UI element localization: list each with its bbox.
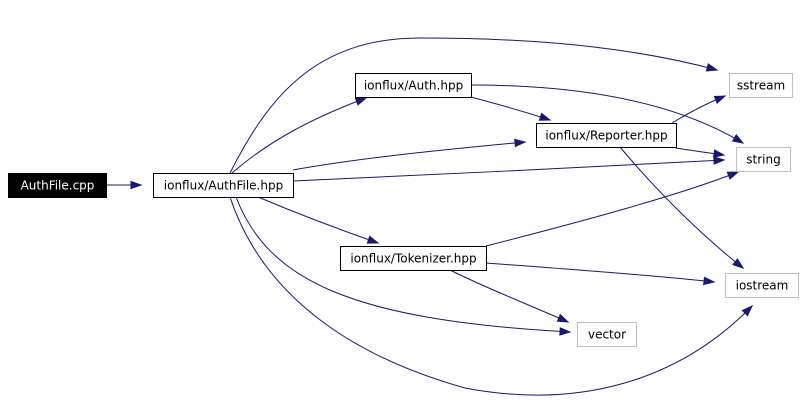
- edge-reporter_hpp-to-sstream: [671, 95, 727, 124]
- node-label: vector: [588, 328, 626, 342]
- node-authfile-cpp[interactable]: AuthFile.cpp: [8, 173, 107, 198]
- edge-arrowhead: [366, 235, 380, 244]
- node-label: sstream: [737, 79, 785, 93]
- edge-arrowhead: [556, 313, 570, 323]
- edge-line: [470, 84, 744, 144]
- edge-authfile_hpp-to-tokenizer_hpp: [257, 196, 380, 244]
- edge-arrowhead: [732, 258, 745, 269]
- node-string: string: [736, 147, 791, 172]
- node-tokenizer-hpp[interactable]: ionflux/Tokenizer.hpp: [340, 246, 487, 271]
- edge-arrowhead: [713, 156, 726, 165]
- node-box: [153, 173, 294, 198]
- edge-arrowhead: [741, 304, 754, 317]
- node-label: ionflux/Reporter.hpp: [545, 129, 667, 143]
- edge-reporter_hpp-to-iostream: [619, 146, 745, 269]
- edge-line: [619, 146, 744, 269]
- edge-tokenizer_hpp-to-string: [485, 171, 740, 247]
- edge-authfile_hpp-to-sstream: [229, 37, 719, 174]
- edge-auth_hpp-to-reporter_hpp: [470, 96, 552, 121]
- edge-arrowhead: [703, 276, 716, 286]
- node-auth-hpp[interactable]: ionflux/Auth.hpp: [355, 73, 472, 98]
- node-label: ionflux/AuthFile.hpp: [164, 179, 283, 193]
- edge-line: [470, 96, 551, 121]
- node-label: string: [746, 153, 780, 167]
- edge-reporter_hpp-to-string: [675, 147, 726, 158]
- node-vector: vector: [577, 322, 637, 347]
- edge-authfile_hpp-to-string: [292, 156, 726, 182]
- edge-line: [485, 262, 715, 283]
- edge-arrowhead: [354, 97, 368, 106]
- node-sstream: sstream: [729, 73, 793, 98]
- node-box: [536, 123, 677, 148]
- edge-tokenizer_hpp-to-iostream: [485, 262, 716, 286]
- node-box: [725, 273, 799, 298]
- edge-line: [229, 196, 753, 396]
- edge-authfile_hpp-to-auth_hpp: [231, 97, 368, 174]
- edge-tokenizer_hpp-to-vector: [449, 269, 570, 323]
- edge-arrowhead: [712, 149, 726, 158]
- nodes-layer: AuthFile.cpp ionflux/AuthFile.hpp ionflux/…: [8, 73, 799, 347]
- edge-arrowhead: [705, 63, 719, 72]
- edge-arrowhead: [130, 180, 143, 190]
- edge-line: [231, 97, 367, 174]
- edge-arrowhead: [514, 138, 527, 148]
- edge-auth_hpp-to-string: [470, 84, 745, 144]
- edge-line: [235, 196, 571, 333]
- edge-line: [292, 159, 725, 182]
- edge-arrowhead: [731, 133, 745, 144]
- node-box: [8, 173, 107, 198]
- edge-line: [257, 196, 379, 244]
- node-label: ionflux/Tokenizer.hpp: [350, 252, 476, 266]
- edge-arrowhead: [559, 327, 572, 336]
- edge-authfile_hpp-to-reporter_hpp: [292, 138, 527, 171]
- node-label: ionflux/Auth.hpp: [364, 79, 463, 93]
- node-box: [577, 322, 637, 347]
- edge-line: [292, 141, 526, 171]
- node-label: iostream: [736, 279, 789, 293]
- edge-arrowhead: [726, 171, 740, 180]
- edge-line: [449, 269, 569, 323]
- node-box: [340, 246, 487, 271]
- node-box: [355, 73, 472, 98]
- node-label: AuthFile.cpp: [21, 179, 95, 193]
- edge-arrowhead: [713, 95, 727, 104]
- edge-authfile_cpp-to-authfile_hpp: [106, 180, 143, 190]
- edge-authfile_hpp-to-iostream: [229, 196, 754, 396]
- edge-authfile_hpp-to-vector: [235, 196, 572, 336]
- node-box: [729, 73, 793, 98]
- node-iostream: iostream: [725, 273, 799, 298]
- node-reporter-hpp[interactable]: ionflux/Reporter.hpp: [536, 123, 677, 148]
- edges-layer: [106, 37, 754, 396]
- edge-line: [485, 171, 739, 247]
- edge-line: [229, 37, 718, 174]
- node-box: [736, 147, 791, 172]
- node-authfile-hpp[interactable]: ionflux/AuthFile.hpp: [153, 173, 294, 198]
- edge-arrowhead: [538, 112, 552, 121]
